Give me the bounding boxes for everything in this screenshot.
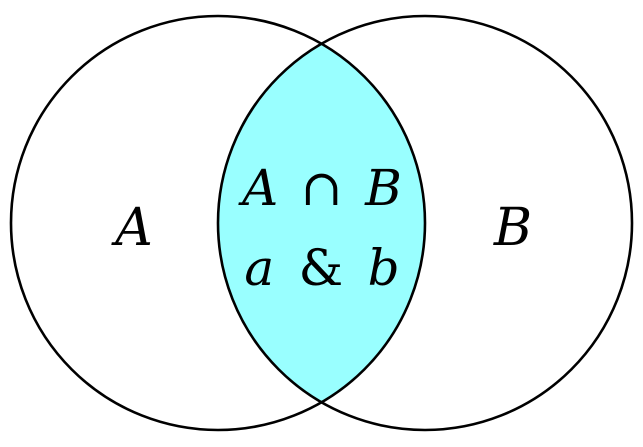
intersection-conjunction: & xyxy=(299,239,344,297)
set-b-label: B xyxy=(493,198,532,258)
intersection-set-a: A xyxy=(238,159,278,217)
intersection-var-b: b xyxy=(368,239,400,297)
circle-a xyxy=(9,14,427,432)
circle-b xyxy=(216,14,634,432)
intersection-expression: A ∩ B xyxy=(238,159,402,217)
intersection-symbol: ∩ xyxy=(301,159,343,217)
intersection-region xyxy=(217,43,425,403)
intersection-var-a: a xyxy=(244,239,274,297)
intersection-variables: a & b xyxy=(244,239,399,297)
intersection-set-b: B xyxy=(364,159,402,217)
set-a-label: A xyxy=(111,198,153,258)
